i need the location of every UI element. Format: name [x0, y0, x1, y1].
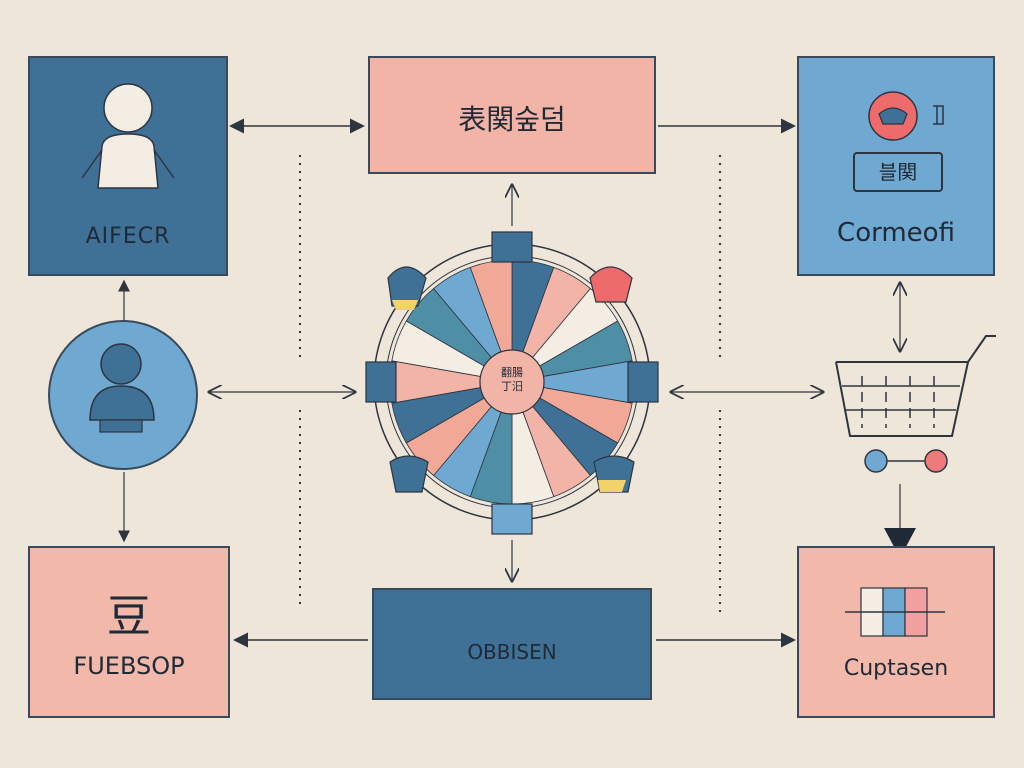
person-icon	[81, 83, 175, 189]
node-bottom-center[interactable]: OBBISEN	[372, 588, 652, 700]
node-bottom-left-label: FUEBSOP	[73, 652, 185, 680]
node-top-right-badge: 블関	[853, 152, 943, 192]
node-bottom-right-label: Cuptasen	[843, 656, 949, 681]
hub-label-line-1: 翻腸	[501, 366, 523, 379]
user-circle-icon	[48, 320, 198, 470]
node-top-right[interactable]: 블関 Cormeofi	[797, 56, 995, 276]
node-bottom-left[interactable]: 豆 FUEBSOP	[28, 546, 230, 718]
node-bottom-right[interactable]: Cuptasen	[797, 546, 995, 718]
color-swatch-icon	[845, 587, 945, 637]
hub-center-label: 翻腸 丁汨	[482, 366, 542, 394]
badge-icon	[868, 91, 944, 141]
shopping-cart-icon	[835, 335, 996, 473]
node-top-center[interactable]: 表関숲덤	[368, 56, 656, 174]
big-arrowhead	[884, 528, 916, 558]
node-top-left-label: AIFECR	[85, 224, 171, 249]
node-bottom-center-label: OBBISEN	[467, 640, 557, 664]
node-top-right-label: Cormeofi	[837, 218, 955, 248]
node-top-center-label: 表関숲덤	[458, 103, 566, 136]
hub-label-line-2: 丁汨	[501, 380, 523, 393]
node-top-left[interactable]: AIFECR	[28, 56, 228, 276]
radial-hub	[365, 231, 659, 535]
node-bottom-left-glyph: 豆	[107, 591, 151, 642]
hub-wedges	[389, 259, 635, 505]
